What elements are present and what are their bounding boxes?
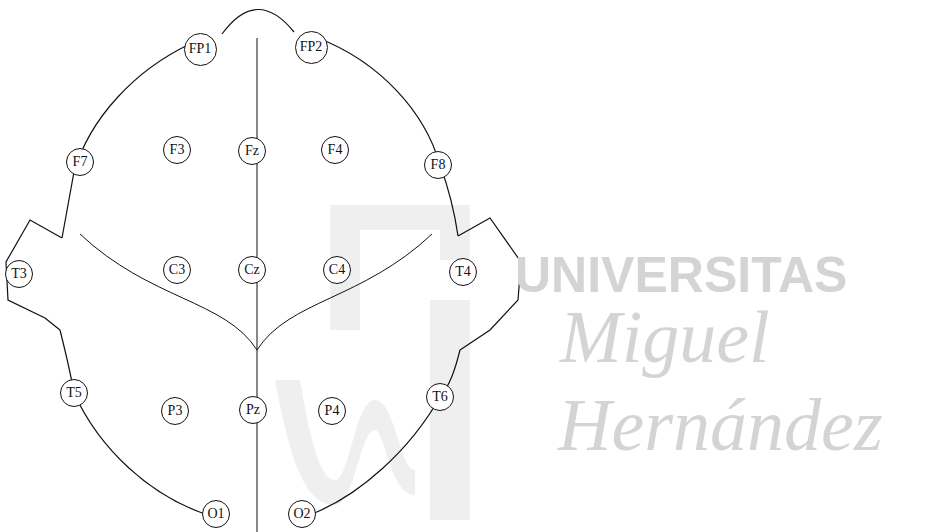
electrode-circle: Cz	[238, 256, 266, 284]
electrode-label: P4	[325, 404, 340, 418]
electrode-label: O1	[207, 507, 224, 521]
electrode-circle: T6	[426, 383, 454, 411]
electrode-label: C3	[169, 263, 185, 277]
watermark-title: UNIVERSITAS	[515, 250, 847, 300]
electrode-label: F4	[328, 143, 343, 157]
electrode-label: Cz	[244, 263, 260, 277]
electrode-circle: FP1	[184, 33, 217, 66]
electrode-circle: F7	[66, 148, 94, 176]
electrode-label: FP1	[189, 42, 212, 56]
electrode-circle: C4	[323, 256, 351, 284]
electrode-label: T3	[11, 267, 27, 281]
electrode-circle: C3	[163, 256, 191, 284]
electrode-label: FP2	[300, 40, 323, 54]
electrode-circle: P3	[161, 397, 189, 425]
electrode-circle: Pz	[239, 396, 267, 424]
electrode-circle: Fz	[238, 137, 266, 165]
electrode-label: F8	[431, 158, 446, 172]
watermark-word: Miguel	[560, 300, 770, 374]
electrode-label: F3	[170, 143, 185, 157]
watermark-word: Hernández	[558, 388, 883, 462]
region-lines	[80, 38, 432, 532]
electrode-label: P3	[168, 404, 183, 418]
electrode-label: Pz	[246, 403, 260, 417]
electrode-circle: FP2	[295, 31, 328, 64]
electrode-circle: O2	[288, 500, 316, 528]
electrode-circle: T3	[5, 260, 33, 288]
electrode-circle: F4	[321, 136, 349, 164]
electrode-label: O2	[293, 507, 310, 521]
electrode-circle: P4	[318, 397, 346, 425]
electrode-label: Fz	[245, 144, 259, 158]
electrode-label: T4	[455, 265, 471, 279]
watermark-logo	[275, 205, 470, 520]
electrode-label: T6	[432, 390, 448, 404]
electrode-label: F7	[73, 155, 88, 169]
electrode-circle: T4	[449, 258, 477, 286]
electrode-circle: T5	[60, 379, 88, 407]
electrode-circle: F3	[163, 136, 191, 164]
electrode-label: C4	[329, 263, 345, 277]
electrode-circle: O1	[202, 500, 230, 528]
electrode-circle: F8	[424, 151, 452, 179]
head-outline	[6, 9, 521, 514]
electrode-label: T5	[66, 386, 82, 400]
